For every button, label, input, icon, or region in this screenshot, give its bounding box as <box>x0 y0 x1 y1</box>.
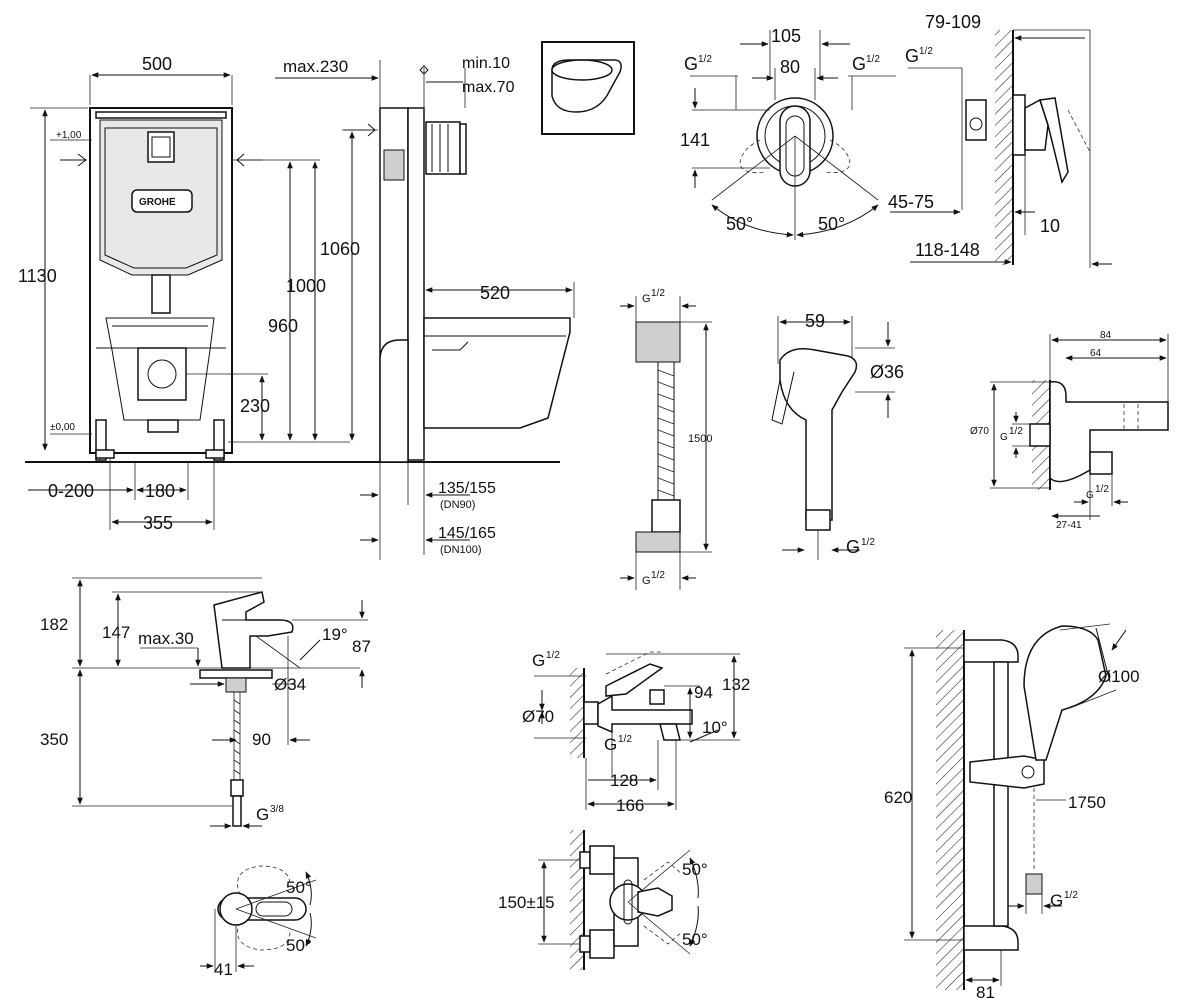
frame-width-label: 500 <box>142 54 172 74</box>
basin-g-fraction: 3/8 <box>270 804 284 815</box>
bath-width-128-label: 128 <box>610 771 638 790</box>
hand-shower-diameter-label: Ø36 <box>870 362 904 382</box>
min-10-label: min.10 <box>462 55 510 72</box>
bath-height-94-label: 94 <box>694 683 713 702</box>
bath-height-132-label: 132 <box>722 675 750 694</box>
toilet-bowl-thumbnail <box>541 41 635 135</box>
width-90-label: 90 <box>252 730 271 749</box>
connector-diameter-label: Ø70 <box>970 426 989 437</box>
width-180-label: 180 <box>145 481 175 501</box>
bath-150-label: 150±15 <box>498 893 555 912</box>
basin-width-41-label: 41 <box>214 960 233 979</box>
hose-top-fraction: 1/2 <box>651 288 665 299</box>
basin-bottom-angle-label: 50° <box>286 936 312 955</box>
dim-10-label: 10 <box>1040 216 1060 236</box>
plus-one-label: +1,00 <box>56 130 82 141</box>
max-30-label: max.30 <box>138 629 194 648</box>
bath-bottom-angle-label: 50° <box>682 930 708 949</box>
dim-145-165-label: 145/165 <box>438 525 496 542</box>
shower-rail-set: 620 Ø100 1750 G 1/2 81 <box>884 623 1140 1000</box>
g-left-fraction: 1/2 <box>698 54 712 65</box>
height-182-label: 182 <box>40 615 68 634</box>
shower-mixer-front-view: 105 80 G 1/2 G 1/2 141 50° 50° <box>680 26 896 240</box>
height-141-label: 141 <box>680 130 710 150</box>
hose-bottom-fraction: 1/2 <box>651 570 665 581</box>
wall-connector: 84 64 Ø70 G 1/2 G 1/2 27-41 <box>970 330 1169 531</box>
max-230-label: max.230 <box>283 57 348 76</box>
hygienic-hand-shower: 59 Ø36 G 1/2 <box>771 311 904 560</box>
width-105-label: 105 <box>771 26 801 46</box>
angle-right-label: 50° <box>818 214 845 234</box>
frame-height-label: 1130 <box>18 266 57 286</box>
hand-shower-width-label: 59 <box>805 311 825 331</box>
connector-27-41-label: 27-41 <box>1056 520 1082 531</box>
dim-118-148-label: 118-148 <box>915 240 980 260</box>
g-right-fraction: 1/2 <box>866 54 880 65</box>
g-left-label: G <box>684 54 698 74</box>
bath-g-mid-label: G <box>604 735 617 754</box>
height-350-label: 350 <box>40 730 68 749</box>
height-87-label: 87 <box>352 637 371 656</box>
diameter-34-label: Ø34 <box>274 675 306 694</box>
rail-g-fraction: 1/2 <box>1064 890 1078 901</box>
shower-hose: G 1/2 1500 G 1/2 <box>620 288 712 590</box>
bath-angle-10-label: 10° <box>702 718 728 737</box>
width-0-200-label: 0-200 <box>48 481 94 501</box>
basin-mixer-top-view: 50° 50° 41 <box>200 865 317 979</box>
height-1060-label: 1060 <box>320 239 360 259</box>
dn100-label: (DN100) <box>440 544 482 556</box>
bath-diameter-label: Ø70 <box>522 707 554 726</box>
rail-g-label: G <box>1050 891 1063 910</box>
height-147-label: 147 <box>102 623 130 642</box>
hose-bottom-g-label: G <box>642 575 651 587</box>
hose-length-1750-label: 1750 <box>1068 793 1106 812</box>
connector-g-left-fraction: 1/2 <box>1009 426 1023 437</box>
angle-left-label: 50° <box>726 214 753 234</box>
mixer-side-g-label: G <box>905 46 919 66</box>
basin-mixer-side-view: 182 147 19° max.30 87 Ø34 350 90 <box>40 577 371 829</box>
bath-top-angle-label: 50° <box>682 860 708 879</box>
basin-g-label: G <box>256 805 269 824</box>
shower-mixer-side-view: 79-109 G 1/2 45-75 10 118-148 <box>888 12 1112 268</box>
rail-height-620-label: 620 <box>884 788 912 807</box>
height-960-label: 960 <box>268 316 298 336</box>
hose-length-label: 1500 <box>688 433 712 445</box>
bath-g-top-label: G <box>532 651 545 670</box>
max-70-label: max.70 <box>462 79 515 96</box>
hand-shower-g-fraction: 1/2 <box>861 537 875 548</box>
bath-g-top-fraction: 1/2 <box>546 650 560 661</box>
g-right-label: G <box>852 54 866 74</box>
dn90-label: (DN90) <box>440 499 475 511</box>
grohe-logo-plate <box>131 189 193 213</box>
connector-g-bottom-fraction: 1/2 <box>1095 484 1109 495</box>
bath-mixer-side-view: G 1/2 Ø70 132 94 10° G 1/2 128 166 <box>522 650 750 815</box>
hose-top-g-label: G <box>642 293 651 305</box>
dim-79-109-label: 79-109 <box>925 12 981 32</box>
dim-45-75-label: 45-75 <box>888 192 934 212</box>
grohe-logo-text: GROHE <box>139 197 176 208</box>
dim-135-155-label: 135/155 <box>438 480 496 497</box>
bath-mixer-top-view: 50° 50° 150±15 <box>498 830 708 970</box>
shower-diameter-label: Ø100 <box>1098 667 1140 686</box>
installation-side-view: max.230 min.10 max.70 1060 520 <box>275 55 575 560</box>
hand-shower-g-label: G <box>846 537 860 557</box>
bath-g-mid-fraction: 1/2 <box>618 734 632 745</box>
connector-width-64-label: 64 <box>1090 348 1102 359</box>
mixer-side-g-fraction: 1/2 <box>919 46 933 57</box>
zero-level-label: ±0,00 <box>50 422 75 433</box>
basin-top-angle-label: 50° <box>286 878 312 897</box>
connector-width-84-label: 84 <box>1100 330 1112 341</box>
installation-frame-front-view: 500 GROHE +1,00 ±0,00 <box>18 54 560 533</box>
rail-width-81-label: 81 <box>976 983 995 1000</box>
width-80-label: 80 <box>780 57 800 77</box>
angle-19-label: 19° <box>322 625 348 644</box>
height-230-label: 230 <box>240 396 270 416</box>
width-520-label: 520 <box>480 283 510 303</box>
bath-width-166-label: 166 <box>616 796 644 815</box>
width-355-label: 355 <box>143 513 173 533</box>
connector-g-left-label: G <box>1000 432 1008 443</box>
height-1000-label: 1000 <box>286 276 326 296</box>
